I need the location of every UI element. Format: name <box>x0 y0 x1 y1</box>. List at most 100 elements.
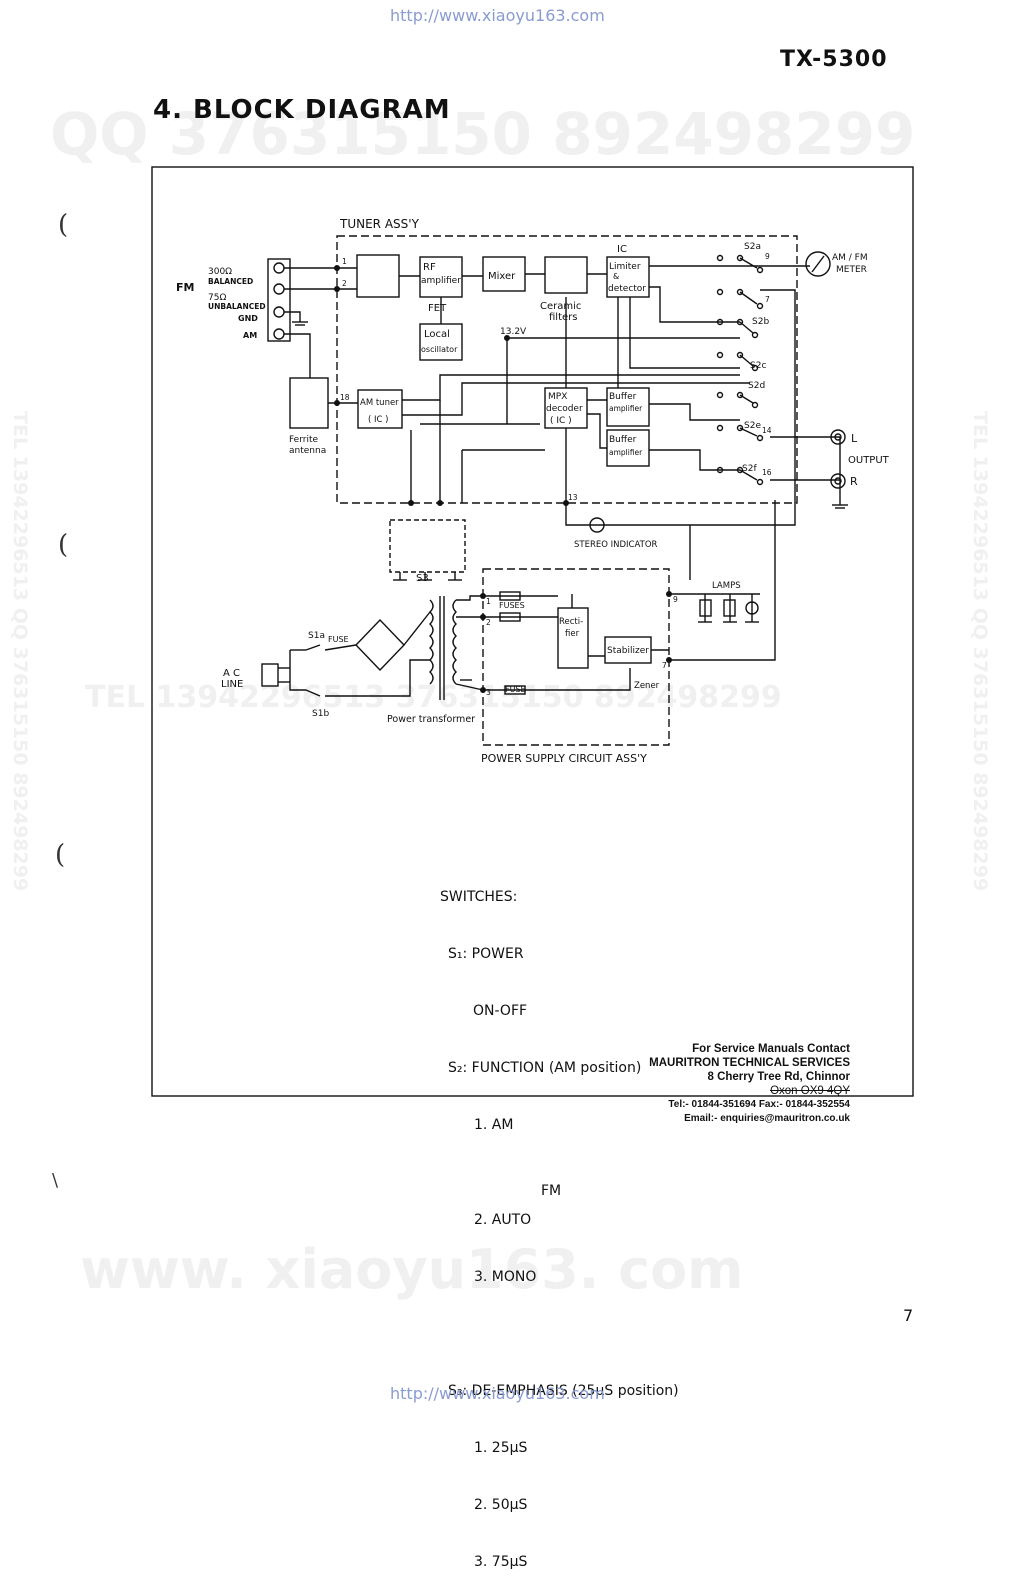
label-am-tuner-1: AM tuner <box>360 398 399 408</box>
switch-s2-contacts <box>716 254 764 486</box>
label-stereo-indicator: STEREO INDICATOR <box>574 540 658 550</box>
limiter-detector-block <box>606 256 650 298</box>
label-meter-1: AM / FM <box>832 253 868 263</box>
label-zener: Zener <box>634 681 660 691</box>
tuner-assy-border <box>336 235 798 504</box>
pin-9: 9 <box>765 252 770 261</box>
label-fuse-psu: FUSE <box>505 685 526 694</box>
label-s1b: S1b <box>312 709 329 719</box>
bottom-url[interactable]: http://www.xiaoyu163.com <box>390 1384 605 1403</box>
switch-s3-2: 2. 50μS <box>474 1497 528 1513</box>
buffer-amp-1 <box>606 387 650 427</box>
label-power-transformer: Power transformer <box>387 714 475 725</box>
bridge-diodes <box>355 618 405 672</box>
contact-line-2: MAURITRON TECHNICAL SERVICES <box>649 1057 850 1069</box>
label-power-supply: POWER SUPPLY CIRCUIT ASS'Y <box>481 752 647 765</box>
switch-s3-block <box>389 519 466 573</box>
label-s2e: S2e <box>744 421 761 431</box>
watermark-tel: TEL 13942296513 376315150 892498299 <box>85 680 782 715</box>
label-stabilizer: Stabilizer <box>607 646 649 656</box>
ground-symbols <box>292 321 848 681</box>
switch-s2: S₂: FUNCTION (AM position) <box>448 1060 642 1076</box>
label-ac-1: A C <box>223 668 240 679</box>
label-output: OUTPUT <box>848 455 890 466</box>
label-local-2: oscillator <box>421 345 458 354</box>
switch-s1: S₁: POWER <box>448 946 524 962</box>
contact-line-4: Oxon OX9 4QY <box>770 1085 850 1097</box>
label-mpx-1: MPX <box>548 392 567 402</box>
fuse-1 <box>499 591 521 601</box>
label-s2f: S2f <box>742 464 757 474</box>
label-ceramic-1: Ceramic <box>540 301 581 312</box>
label-rf-amp-1: RF <box>423 262 436 273</box>
label-am: AM <box>243 331 257 340</box>
label-am-tuner-2: ( IC ) <box>368 415 388 425</box>
lamp-2 <box>723 599 736 617</box>
label-limiter-1: Limiter <box>609 262 641 272</box>
label-limiter-2: & <box>613 272 619 281</box>
switch-s3: S₃: DE-EMPHASIS (25μS position) <box>448 1383 679 1399</box>
ac-plug <box>261 663 279 687</box>
model-number: TX-5300 <box>780 47 888 72</box>
switches-heading: SWITCHES: <box>440 889 518 905</box>
label-r: R <box>850 475 858 488</box>
block-diagram: TUNER ASS'Y FM 300Ω BALANCED 75Ω UNBALAN… <box>151 166 914 1097</box>
label-s2c: S2c <box>750 361 766 371</box>
contact-line-6[interactable]: Email:- enquiries@mauritron.co.uk <box>684 1113 850 1124</box>
top-url[interactable]: http://www.xiaoyu163.com <box>390 6 605 25</box>
label-300ohm: 300Ω <box>208 267 232 277</box>
ferrite-antenna <box>289 377 329 429</box>
fm-frontend-block <box>356 254 400 298</box>
label-fet: FET <box>428 303 447 314</box>
label-fuse-mains: FUSE <box>328 635 349 644</box>
pin-2: 2 <box>342 279 347 288</box>
contact-line-3: 8 Cherry Tree Rd, Chinnor <box>707 1071 850 1083</box>
label-mpx-3: ( IC ) <box>550 416 572 426</box>
contact-line-5: Tel:- 01844-351694 Fax:- 01844-352554 <box>668 1099 850 1110</box>
switch-s3-1: 1. 25μS <box>474 1440 528 1456</box>
label-lamps: LAMPS <box>712 581 741 591</box>
rectifier-block <box>557 607 589 669</box>
label-unbalanced: UNBALANCED <box>208 302 266 311</box>
psu-pin-7: 7 <box>662 661 667 670</box>
contact-line-1: For Service Manuals Contact <box>692 1043 850 1055</box>
label-ic: IC <box>617 244 627 255</box>
switches-legend: SWITCHES: S₁: POWER ON-OFF S₂: FUNCTION … <box>440 850 679 1591</box>
lamp-1 <box>699 599 712 617</box>
lamp-3 <box>745 601 759 615</box>
label-gnd: GND <box>238 314 258 323</box>
label-ferrite-2: antenna <box>289 446 326 456</box>
power-transformer <box>429 595 484 700</box>
switch-s2-fm: FM <box>541 1183 562 1199</box>
output-jack-r <box>830 473 846 489</box>
label-fuses: FUSES <box>499 601 525 610</box>
output-jack-l <box>830 429 846 445</box>
watermark-qq: QQ 376315150 892498299 <box>50 100 916 168</box>
pin-13: 13 <box>568 493 578 502</box>
watermark-bottom: www. xiaoyu163. com <box>80 1238 744 1301</box>
label-75ohm: 75Ω <box>208 293 226 303</box>
am-fm-meter <box>805 251 831 277</box>
pin-14: 14 <box>762 426 772 435</box>
psu-pin-2: 2 <box>486 618 491 627</box>
label-ceramic-2: filters <box>549 312 577 323</box>
fuse-3 <box>504 685 526 695</box>
psu-pin-3: 3 <box>486 688 491 697</box>
psu-pin-1: 1 <box>486 597 491 606</box>
stereo-indicator-lamp <box>589 517 605 533</box>
switch-s2-1: 1. AM <box>474 1117 514 1133</box>
label-buffer-2a: Buffer <box>609 435 637 445</box>
page-number: 7 <box>903 1306 914 1325</box>
label-13-2v: 13.2V <box>500 327 527 337</box>
switch-s2-3: 3. MONO <box>474 1269 537 1285</box>
fuse-2 <box>499 612 521 622</box>
label-fm: FM <box>176 281 194 294</box>
switch-s3-3: 3. 75μS <box>474 1554 528 1570</box>
label-rectifier-2: fier <box>565 629 580 639</box>
label-l: L <box>851 432 858 445</box>
label-s2b: S2b <box>752 317 769 327</box>
diagram-frame <box>151 166 914 1097</box>
power-supply-border <box>482 568 670 746</box>
label-local-1: Local <box>424 329 450 340</box>
switch-s1-sub: ON-OFF <box>473 1003 528 1019</box>
